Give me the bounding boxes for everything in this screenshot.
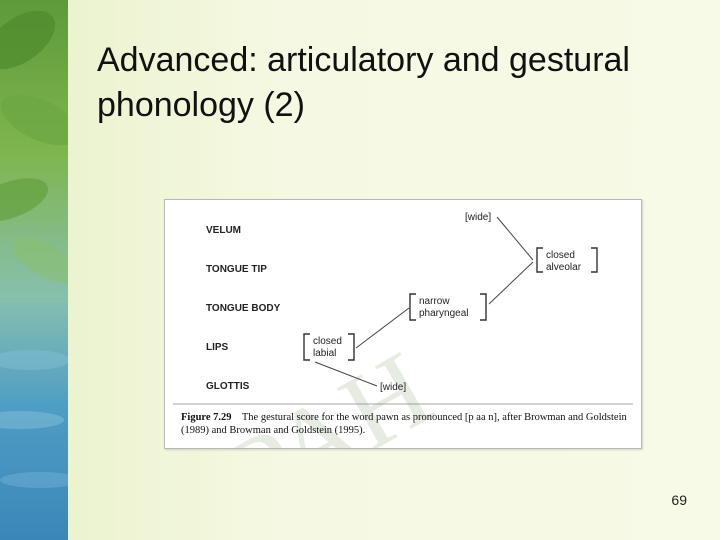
gesture-body-line2: pharyngeal: [419, 308, 468, 319]
gesture-tongue-tip: closed alveolar: [536, 247, 598, 273]
line-tip-to-body: [488, 261, 534, 305]
line-lips-to-glottis: [314, 361, 378, 387]
gesture-body-line1: narrow: [419, 296, 450, 307]
gesture-glottis-wide: [wide]: [380, 382, 406, 393]
gestural-score-figure: PAH VELUM TONGUE TIP TONGUE BODY LIPS GL…: [164, 199, 642, 449]
gesture-lips-line1: closed: [313, 336, 342, 347]
figure-caption-text: The gestural score for the word pawn as …: [181, 412, 627, 436]
tier-label-lips: LIPS: [206, 342, 229, 353]
gesture-lips: closed labial: [303, 333, 355, 361]
association-lines: [314, 216, 534, 387]
slide-title: Advanced: articulatory and gestural phon…: [97, 41, 630, 124]
bracket-left: [303, 333, 310, 361]
bracket-left: [536, 247, 543, 273]
gestural-score-diagram: PAH VELUM TONGUE TIP TONGUE BODY LIPS GL…: [173, 212, 633, 448]
tier-label-glottis: GLOTTIS: [206, 381, 250, 392]
gesture-tongue-body: narrow pharyngeal: [409, 293, 487, 321]
gesture-tip-line2: alveolar: [546, 262, 582, 273]
bracket-right: [480, 293, 487, 321]
figure-caption: Figure 7.29 The gestural score for the w…: [181, 411, 631, 437]
leaf-decoration-graphic: [0, 10, 68, 488]
gesture-tip-line1: closed: [546, 250, 575, 261]
line-body-to-lips: [355, 307, 410, 349]
bracket-right: [591, 247, 598, 273]
leaf-water-decoration: [0, 0, 68, 540]
figure-caption-label: Figure 7.29: [181, 412, 232, 423]
gesture-lips-line2: labial: [313, 348, 336, 359]
tier-label-tongue-tip: TONGUE TIP: [206, 264, 267, 275]
tier-label-tongue-body: TONGUE BODY: [206, 303, 281, 314]
bracket-right: [348, 333, 355, 361]
gesture-velum-wide: [wide]: [465, 212, 491, 223]
bracket-left: [409, 293, 416, 321]
slide-page-number: 69: [671, 492, 687, 508]
line-velum-to-tip: [496, 216, 534, 261]
tier-label-velum: VELUM: [206, 225, 241, 236]
